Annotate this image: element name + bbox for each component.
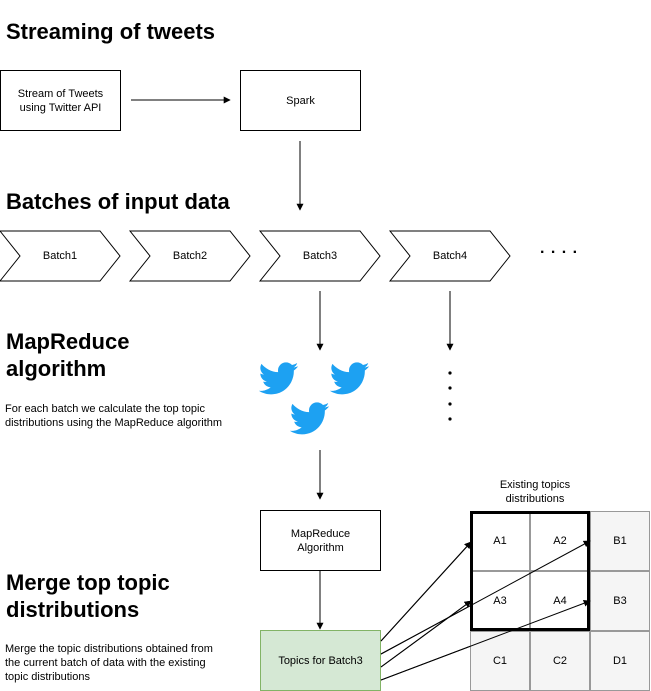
- batch3-chevron: [258, 230, 381, 282]
- grid-cell-c2: C2: [530, 631, 590, 691]
- grid-cell-d1: D1: [590, 631, 650, 691]
- grid-cell-c1: C1: [470, 631, 530, 691]
- spark-label: Spark: [286, 94, 315, 107]
- dot: [448, 417, 452, 421]
- topics-grid: A1 A2 B1 A3 A4 B3 C1 C2 D1: [470, 511, 651, 691]
- arrow-topics-to-a1: [380, 541, 472, 642]
- twitter-bird-icon: [290, 402, 330, 435]
- grid-cell-b1: B1: [590, 511, 650, 571]
- batch2-chevron: [128, 230, 251, 282]
- heading-mapreduce: MapReduce algorithm: [6, 329, 130, 381]
- heading-merge: Merge top topic distributions: [6, 570, 170, 622]
- batch4-chevron: [388, 230, 511, 282]
- stream-of-tweets-label: Stream of Tweets using Twitter API: [17, 87, 104, 114]
- batch3-label: Batch3: [302, 250, 338, 262]
- heading-streaming: Streaming of tweets: [6, 19, 216, 44]
- topics-batch3-node: Topics for Batch3: [260, 630, 381, 691]
- heading-batches: Batches of input data: [6, 189, 230, 214]
- dot: [448, 386, 452, 390]
- twitter-bird-icon: [330, 362, 370, 395]
- mapreduce-algorithm-node: MapReduce Algorithm: [260, 510, 381, 571]
- existing-topics-label: Existing topics distributions: [499, 479, 571, 505]
- batch2-label: Batch2: [172, 250, 208, 262]
- grid-cell-b3: B3: [590, 571, 650, 631]
- topics-batch3-label: Topics for Batch3: [278, 654, 363, 667]
- mapreduce-algorithm-label: MapReduce Algorithm: [290, 527, 351, 554]
- dot: [448, 371, 452, 375]
- merge-description: Merge the topic distributions obtained f…: [5, 643, 213, 683]
- batch4-label: Batch4: [432, 250, 468, 262]
- existing-topics-highlight: [470, 511, 590, 631]
- mapreduce-description: For each batch we calculate the top topi…: [5, 403, 223, 429]
- spark-node: Spark: [240, 70, 361, 131]
- twitter-bird-icon: [259, 362, 299, 395]
- batch1-chevron: [0, 230, 121, 282]
- batch-ellipsis: . . . .: [540, 240, 579, 257]
- arrow-topics-to-a3: [380, 600, 472, 668]
- batch1-label: Batch1: [42, 250, 78, 262]
- stream-of-tweets-node: Stream of Tweets using Twitter API: [0, 70, 121, 131]
- dot: [448, 402, 452, 406]
